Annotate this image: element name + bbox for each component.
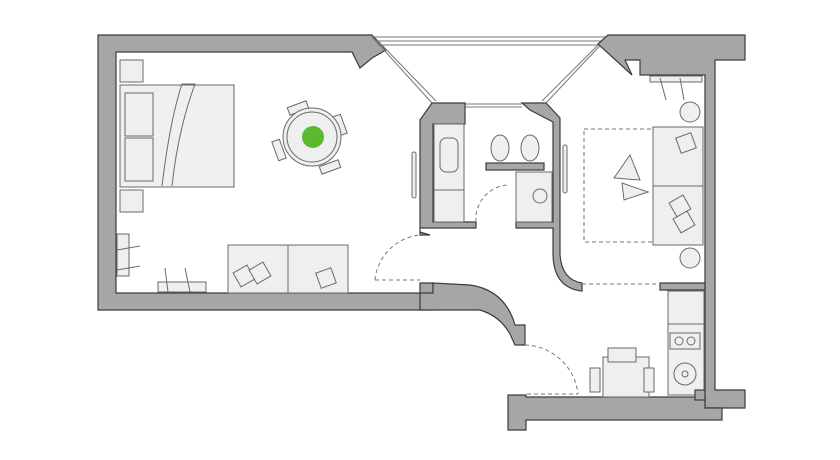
sofa-left — [227, 244, 349, 294]
side-table — [679, 101, 701, 123]
double-bed — [119, 59, 235, 213]
door-entrance — [524, 344, 579, 395]
bathroom-fixtures — [433, 123, 553, 223]
plant-icon — [302, 126, 324, 148]
wall-right-room — [597, 34, 746, 409]
kitchen-counter — [667, 290, 706, 401]
small-dining-table — [589, 347, 655, 398]
wall-tv-right — [562, 144, 568, 194]
door-left-room — [374, 234, 421, 281]
wall-hall-curve — [419, 282, 526, 346]
wall-kitchen-partition — [659, 282, 706, 291]
folding-chairs — [116, 233, 207, 293]
coat-rack — [649, 75, 703, 101]
coffee-tables — [613, 153, 650, 201]
wall-bottom — [507, 394, 723, 431]
wall-tv — [411, 151, 417, 199]
door-bathroom — [475, 184, 509, 223]
wall-bathroom-right — [515, 102, 583, 292]
side-table — [679, 247, 701, 269]
wall-bathroom-left — [419, 102, 477, 236]
bay-window — [371, 36, 609, 108]
sofa-right — [652, 126, 704, 246]
rug — [583, 128, 657, 243]
round-dining-table — [271, 100, 348, 175]
